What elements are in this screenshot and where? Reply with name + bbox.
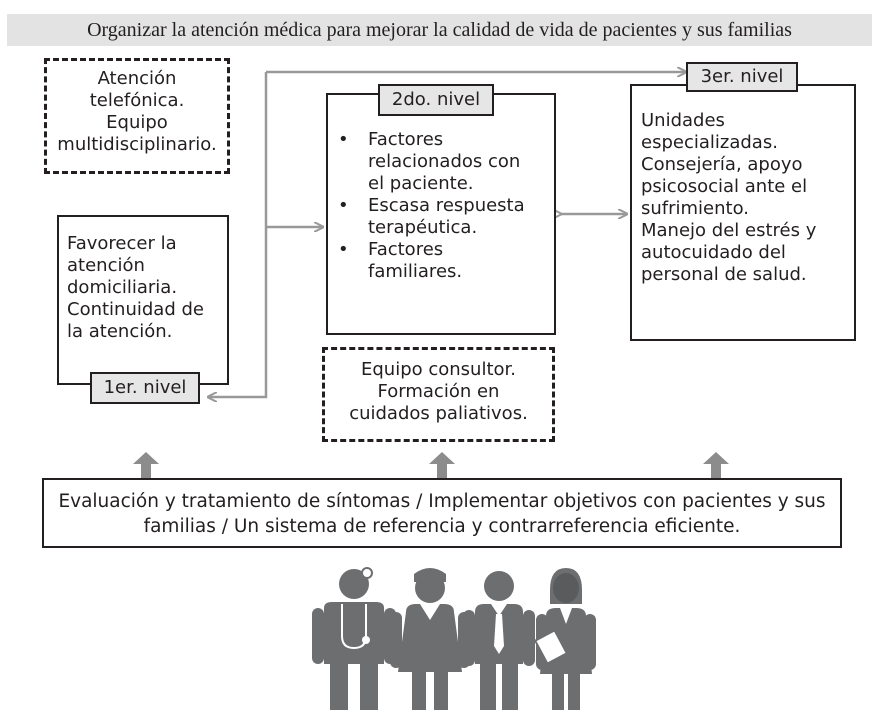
level2-item-line: Factores xyxy=(368,239,444,260)
level2-item: Factores familiares. xyxy=(328,239,554,283)
nurse-icon xyxy=(390,568,470,710)
businessman-icon xyxy=(463,571,535,710)
level3-line: Manejo del estrés y xyxy=(641,220,817,241)
level3-line: Unidades xyxy=(641,110,725,131)
level1-line: atención xyxy=(67,255,145,276)
diagram-title: Organizar la atención médica para mejora… xyxy=(7,14,872,46)
consultant-line: cuidados paliativos. xyxy=(349,403,528,424)
level2-tag: 2do. nivel xyxy=(378,84,494,116)
level2-item: Escasa respuesta terapéutica. xyxy=(328,195,554,239)
level2-item-line: el paciente. xyxy=(368,173,474,194)
up-arrow-icon xyxy=(133,452,159,478)
level2-item-line: familiares. xyxy=(368,261,463,282)
consultant-line: Equipo consultor. xyxy=(360,359,516,380)
consultant-line: Formación en xyxy=(377,381,500,402)
level2-list: Factores relacionados con el paciente. E… xyxy=(328,129,554,283)
level2-item-line: terapéutica. xyxy=(368,217,478,238)
level2-item: Factores relacionados con el paciente. xyxy=(328,129,554,195)
phone-support-line: Atención xyxy=(97,68,177,89)
phone-support-line: telefónica. xyxy=(89,90,185,111)
level3-line: sufrimiento. xyxy=(641,198,750,219)
arrow-to-level1 xyxy=(209,72,268,397)
level3-line: psicosocial ante el xyxy=(641,176,808,197)
level2-item-line: Factores xyxy=(368,129,444,150)
phone-support-line: multidisciplinario. xyxy=(57,134,217,155)
level1-line: la atención. xyxy=(67,321,173,342)
level2-item-line: Escasa respuesta xyxy=(368,195,525,216)
bottom-line: Evaluación y tratamiento de síntomas / I… xyxy=(58,491,826,512)
professional-woman-icon xyxy=(533,568,596,710)
up-arrow-icon xyxy=(703,452,729,478)
bottom-line: familias / Un sistema de referencia y co… xyxy=(143,516,741,537)
healthcare-staff-icons xyxy=(312,567,596,710)
doctor-icon xyxy=(312,567,396,710)
level3-tag: 3er. nivel xyxy=(686,62,798,92)
consultant-box: Equipo consultor. Formación en cuidados … xyxy=(322,347,555,442)
level2-item-line: relacionados con xyxy=(368,151,521,172)
level1-tag: 1er. nivel xyxy=(90,372,200,404)
level3-line: especializadas. xyxy=(641,132,778,153)
up-arrow-icon xyxy=(429,452,455,478)
level3-line: Consejería, apoyo xyxy=(641,154,803,175)
level3-line: personal de salud. xyxy=(641,264,807,285)
level1-line: Continuidad de xyxy=(67,299,204,320)
level1-line: domiciliaria. xyxy=(67,277,178,298)
level1-box: Favorecer la atención domiciliaria. Cont… xyxy=(57,215,229,385)
level1-line: Favorecer la xyxy=(67,233,177,254)
level3-line: autocuidado del xyxy=(641,242,786,263)
level3-box: Unidades especializadas. Consejería, apo… xyxy=(630,84,856,341)
bottom-box: Evaluación y tratamiento de síntomas / I… xyxy=(42,478,842,548)
phone-support-line: Equipo xyxy=(106,112,168,133)
level2-box: Factores relacionados con el paciente. E… xyxy=(326,93,556,335)
phone-support-box: Atención telefónica. Equipo multidiscipl… xyxy=(44,58,230,174)
